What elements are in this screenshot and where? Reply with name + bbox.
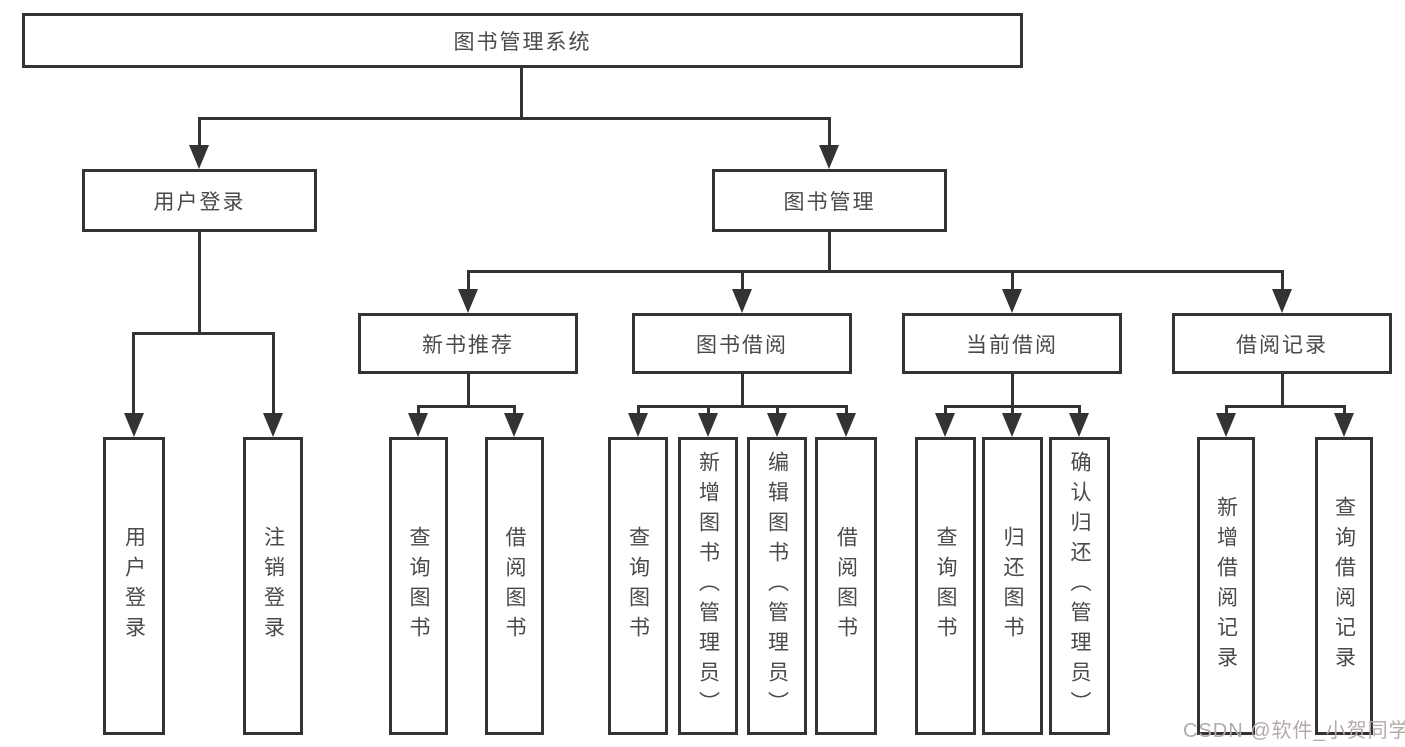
connector-book-management-hbar [467,270,1284,273]
connector-book-borrow-drop [741,374,744,407]
node-leaf-add-book-admin-label: 新增图书（管理员） [696,451,720,721]
connector-to-leaf-add-book-admin [707,405,710,415]
node-leaf-add-borrow-record-label: 新增借阅记录 [1214,496,1238,676]
node-book-borrow: 图书借阅 [632,313,852,374]
node-leaf-query-books-recommend-label: 查询图书 [407,526,430,646]
node-leaf-query-borrow-record: 查询借阅记录 [1315,437,1373,735]
connector-to-leaf-borrow-books [845,405,848,415]
connector-book-borrow-hbar [637,405,848,408]
arrow-to-leaf-add-book-admin [698,413,718,437]
node-leaf-query-books-recommend: 查询图书 [389,437,448,735]
connector-to-leaf-query-books-borrow [637,405,640,415]
arrow-to-leaf-edit-book-admin [767,413,787,437]
csdn-watermark: CSDN @软件_小贺同学 [1183,720,1405,742]
arrow-to-leaf-query-books-recommend [408,413,428,437]
connector-to-new-book-recommend [467,270,470,290]
node-leaf-logout-label: 注销登录 [261,526,285,646]
arrow-to-leaf-logout [263,413,283,437]
node-leaf-borrow-books-label: 借阅图书 [834,526,858,646]
node-leaf-add-borrow-record: 新增借阅记录 [1197,437,1255,735]
arrow-to-leaf-query-borrow-record [1334,413,1354,437]
arrow-to-borrow-records [1272,289,1292,313]
connector-to-leaf-return-book [1011,405,1014,415]
arrow-to-new-book-recommend [458,289,478,313]
connector-new-book-recommend-drop [467,374,470,407]
node-leaf-user-login-label: 用户登录 [122,526,146,646]
connector-to-book-management [828,117,831,147]
arrow-to-leaf-borrow-books [836,413,856,437]
arrow-to-leaf-return-book [1002,413,1022,437]
connector-to-leaf-edit-book-admin [776,405,779,415]
node-user-login: 用户登录 [82,169,317,232]
connector-root-drop [520,66,523,118]
node-book-management: 图书管理 [712,169,947,232]
node-borrow-records-label: 借阅记录 [1236,333,1328,357]
connector-current-borrow-drop [1011,374,1014,407]
node-current-borrow-label: 当前借阅 [966,333,1058,357]
node-leaf-borrow-books-recommend-label: 借阅图书 [503,526,526,646]
node-leaf-edit-book-admin: 编辑图书（管理员） [747,437,807,735]
node-leaf-borrow-books-recommend: 借阅图书 [485,437,544,735]
connector-borrow-records-drop [1281,374,1284,407]
node-borrow-records: 借阅记录 [1172,313,1392,374]
connector-to-leaf-logout [272,332,275,413]
node-leaf-logout: 注销登录 [243,437,303,735]
connector-to-leaf-query-books-recommend [417,405,420,415]
connector-borrow-records-hbar [1225,405,1346,408]
node-leaf-borrow-books: 借阅图书 [815,437,877,735]
connector-user-login-drop [198,232,201,334]
connector-to-leaf-confirm-return-admin [1078,405,1081,415]
connector-to-leaf-borrow-books-recommend [513,405,516,415]
connector-book-management-drop [828,232,831,272]
node-leaf-return-book-label: 归还图书 [1001,526,1024,646]
connector-to-leaf-user-login [132,332,135,413]
connector-to-leaf-query-borrow-record [1343,405,1346,415]
node-root-label: 图书管理系统 [453,30,592,54]
connector-root-hbar [198,117,831,120]
arrow-to-user-login [189,145,209,169]
node-leaf-user-login: 用户登录 [103,437,165,735]
node-user-login-label: 用户登录 [153,190,246,214]
connector-user-login-hbar [132,332,275,335]
connector-to-borrow-records [1281,270,1284,290]
connector-new-book-recommend-hbar [417,405,516,408]
node-leaf-return-book: 归还图书 [982,437,1043,735]
arrow-to-leaf-borrow-books-recommend [504,413,524,437]
node-leaf-query-books-borrow: 查询图书 [608,437,668,735]
arrow-to-leaf-query-books-current [935,413,955,437]
connector-to-leaf-add-borrow-record [1225,405,1228,415]
arrow-to-book-borrow [732,289,752,313]
connector-to-current-borrow [1011,270,1014,290]
arrow-to-book-management [819,145,839,169]
arrow-to-leaf-query-books-borrow [628,413,648,437]
node-leaf-confirm-return-admin: 确认归还（管理员） [1049,437,1110,735]
connector-to-user-login [198,117,201,147]
arrow-to-leaf-add-borrow-record [1216,413,1236,437]
node-leaf-query-books-current-label: 查询图书 [934,526,957,646]
connector-to-book-borrow [741,270,744,290]
node-current-borrow: 当前借阅 [902,313,1122,374]
arrow-to-leaf-confirm-return-admin [1069,413,1089,437]
node-root: 图书管理系统 [22,13,1023,68]
arrow-to-current-borrow [1002,289,1022,313]
node-leaf-edit-book-admin-label: 编辑图书（管理员） [765,451,789,721]
arrow-to-leaf-user-login [124,413,144,437]
node-leaf-query-borrow-record-label: 查询借阅记录 [1332,496,1356,676]
node-new-book-recommend-label: 新书推荐 [422,333,514,357]
connector-to-leaf-query-books-current [944,405,947,415]
node-book-borrow-label: 图书借阅 [696,333,788,357]
node-leaf-confirm-return-admin-label: 确认归还（管理员） [1068,451,1091,721]
node-leaf-query-books-current: 查询图书 [915,437,976,735]
node-book-management-label: 图书管理 [783,190,876,214]
node-leaf-query-books-borrow-label: 查询图书 [626,526,650,646]
node-leaf-add-book-admin: 新增图书（管理员） [678,437,738,735]
node-new-book-recommend: 新书推荐 [358,313,578,374]
